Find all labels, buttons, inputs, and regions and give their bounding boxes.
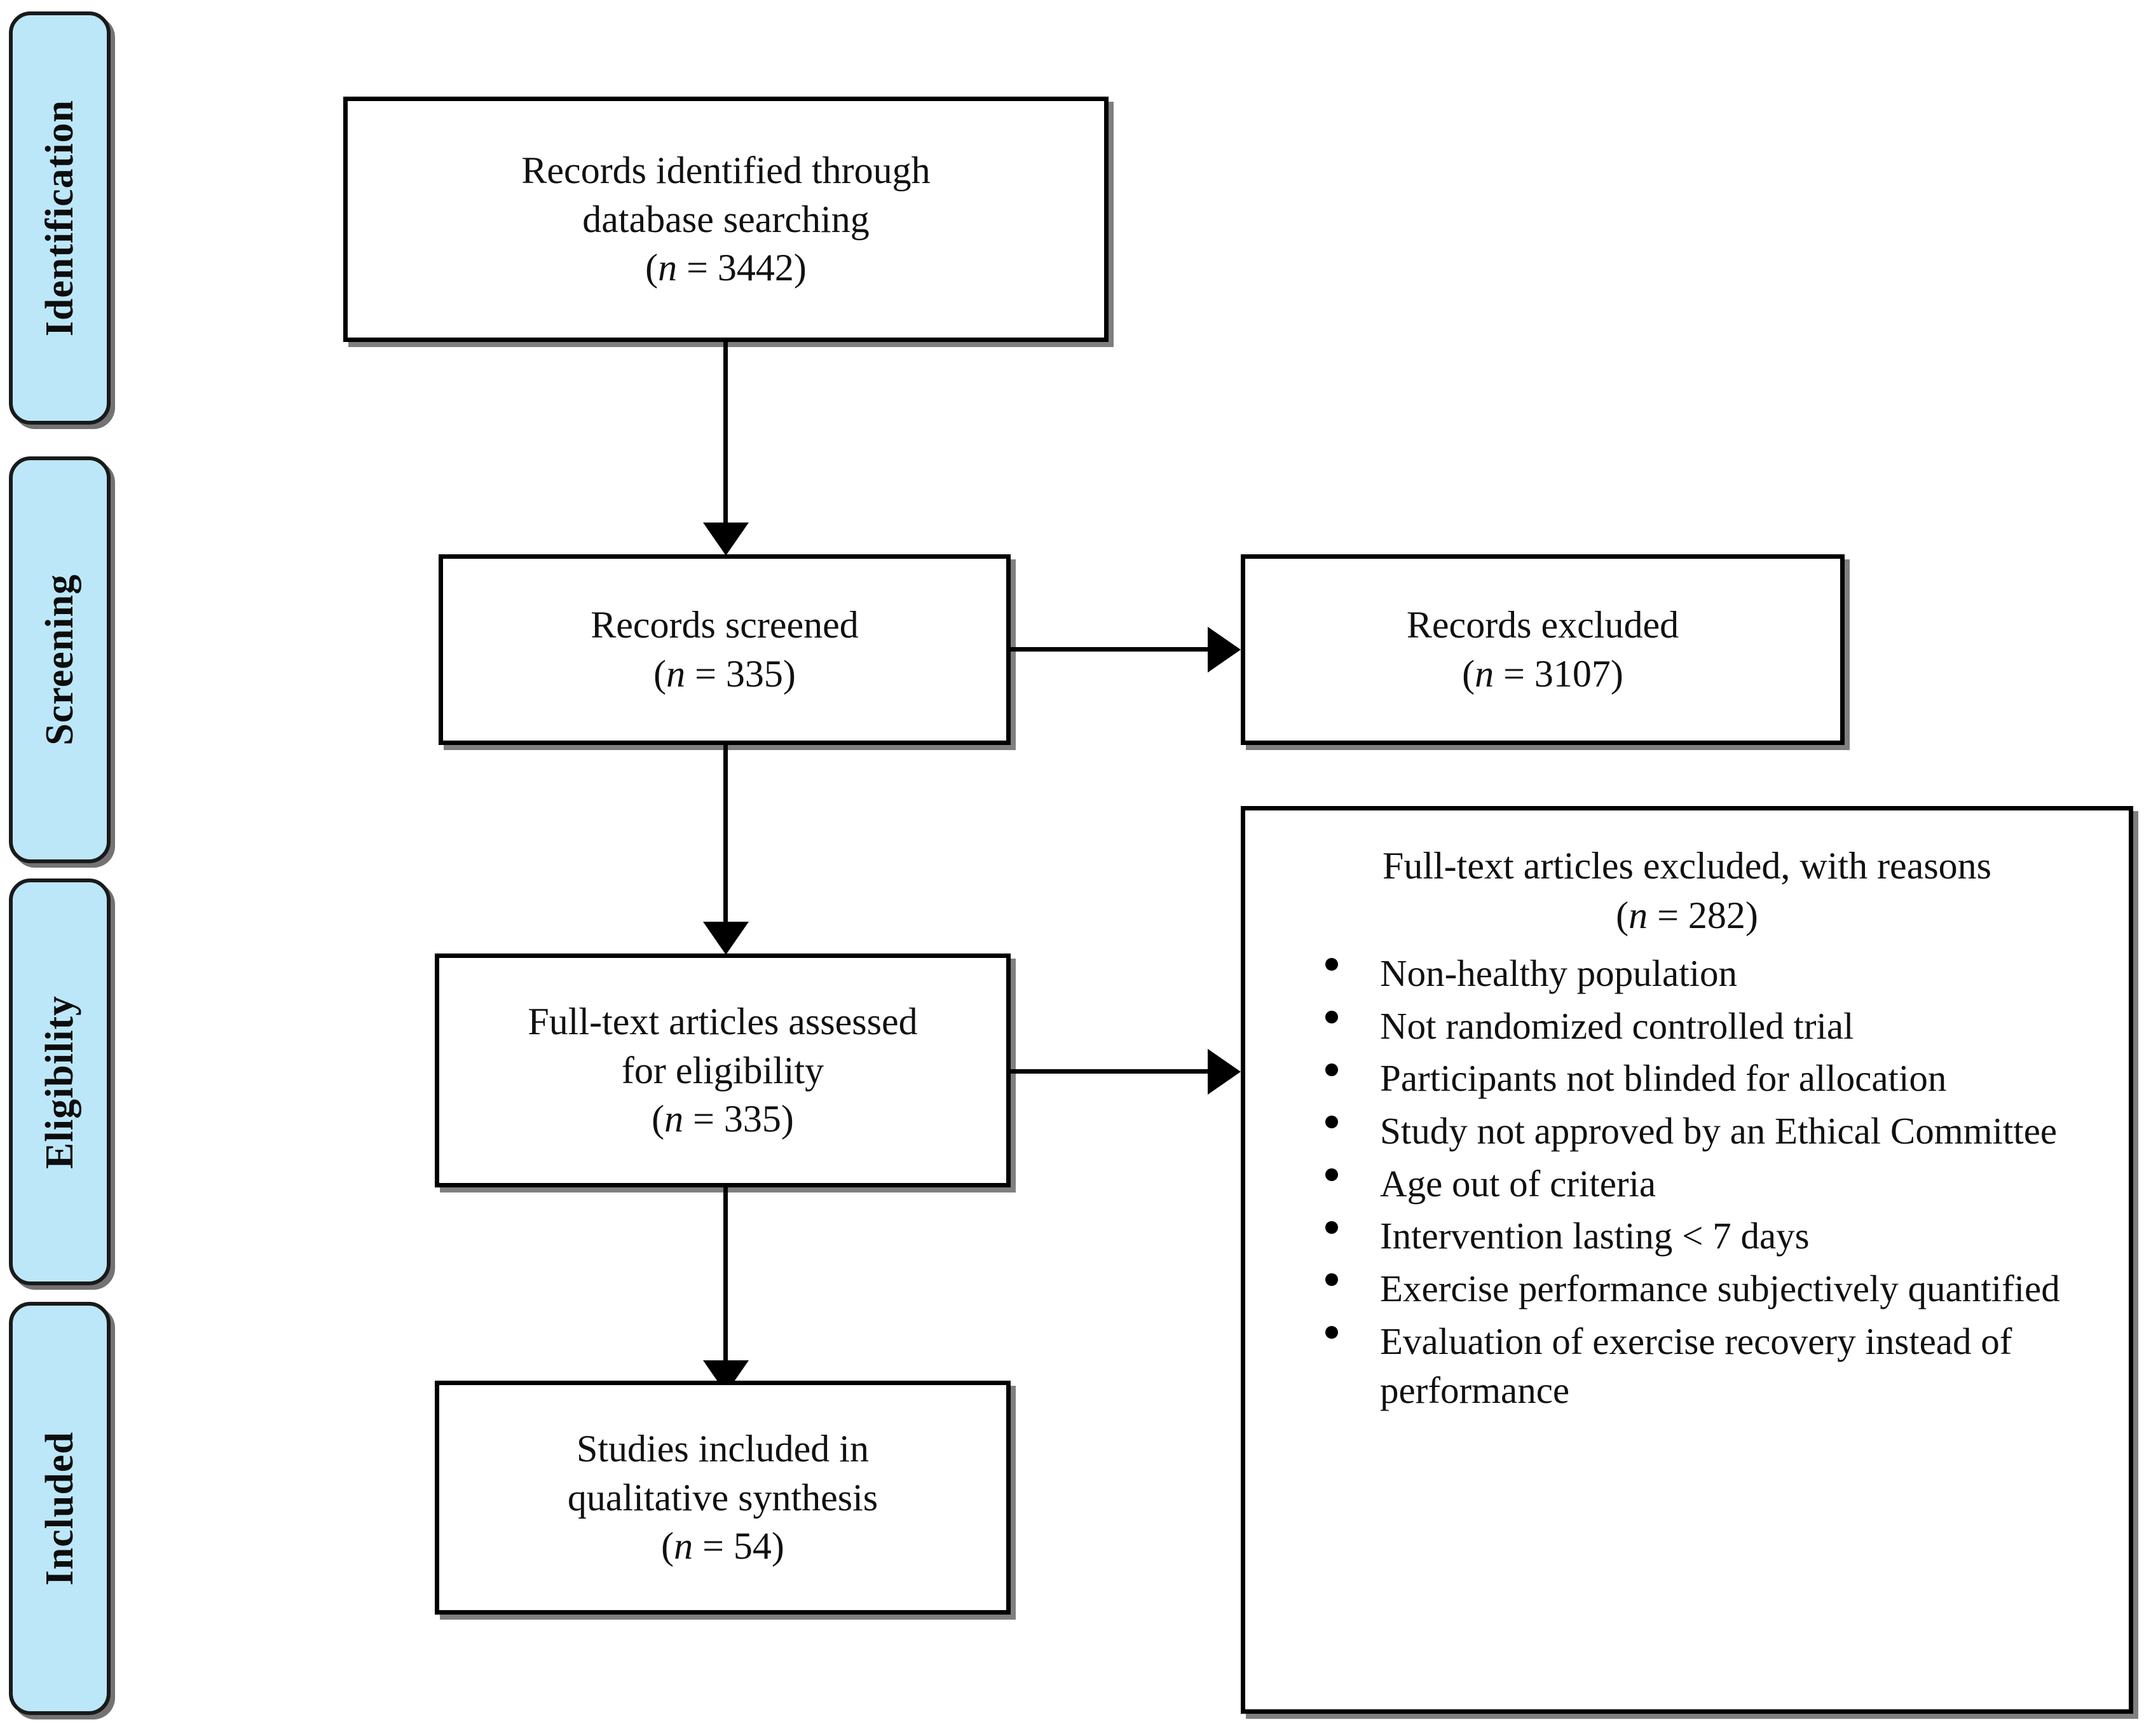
box-records-excluded: Records excluded (n = 3107) [1241, 554, 1845, 745]
box-fulltext-assessed-line1: Full-text articles assessed [528, 1000, 918, 1042]
n-value: 335 [723, 1098, 781, 1140]
exclusion-reason-text: Participants not blinded for allocation [1380, 1057, 1947, 1100]
box-records-excluded-line1: Records excluded [1406, 604, 1679, 646]
exclusion-reasons-list: Non-healthy population Not randomized co… [1268, 949, 2106, 1414]
exclusion-reason-text: Non-healthy population [1380, 952, 1738, 994]
list-item: Non-healthy population [1325, 949, 2106, 998]
bullet-icon [1325, 1063, 1338, 1076]
list-item: Not randomized controlled trial [1325, 1002, 2106, 1051]
n-symbol: n [674, 1525, 693, 1568]
arrowhead-identified-to-screened [703, 523, 749, 556]
n-value: 3442 [717, 247, 794, 289]
box-records-identified: Records identified through database sear… [343, 97, 1109, 342]
equals: = [685, 653, 726, 695]
box-fulltext-excluded-count: (n = 282) [1268, 891, 2106, 940]
box-records-screened-count: (n = 335) [653, 650, 796, 699]
bullet-icon [1325, 958, 1338, 971]
box-records-screened: Records screened (n = 335) [439, 554, 1011, 745]
n-value: 282 [1688, 894, 1745, 936]
box-fulltext-excluded-heading: Full-text articles excluded, with reason… [1382, 845, 1992, 887]
stage-eligibility: Eligibility [9, 878, 111, 1285]
bullet-icon [1325, 1116, 1338, 1129]
box-records-identified-line1: Records identified through [521, 149, 931, 191]
stage-screening-label: Screening [38, 574, 81, 746]
box-records-identified-count: (n = 3442) [645, 243, 807, 292]
connector-fulltext-to-reasons [1011, 1069, 1214, 1074]
bullet-icon [1325, 1010, 1338, 1023]
list-item: Participants not blinded for allocation [1325, 1054, 2106, 1103]
arrowhead-screened-to-fulltext [703, 922, 749, 955]
box-studies-included-line1: Studies included in [577, 1427, 869, 1470]
stage-eligibility-label: Eligibility [38, 995, 81, 1169]
paren-close: ) [771, 1525, 784, 1568]
box-records-screened-line1: Records screened [591, 604, 859, 646]
stage-identification-label: Identification [38, 99, 81, 337]
exclusion-reason-text: Evaluation of exercise recovery instead … [1380, 1320, 2012, 1411]
n-symbol: n [1475, 653, 1494, 695]
arrowhead-fulltext-to-reasons [1208, 1049, 1241, 1095]
bullet-icon [1325, 1273, 1338, 1287]
n-value: 54 [733, 1525, 772, 1568]
box-records-excluded-count: (n = 3107) [1462, 650, 1623, 699]
exclusion-reason-text: Not randomized controlled trial [1380, 1004, 1854, 1047]
paren-open: ( [1616, 894, 1629, 936]
paren-close: ) [782, 653, 796, 695]
equals: = [1648, 894, 1688, 936]
n-value: 3107 [1534, 653, 1611, 695]
box-records-identified-line2: database searching [582, 198, 870, 240]
paren-close: ) [793, 247, 807, 289]
list-item: Age out of criteria [1325, 1159, 2106, 1208]
arrowhead-screened-to-excluded [1208, 627, 1241, 673]
paren-open: ( [645, 247, 659, 289]
list-item: Evaluation of exercise recovery instead … [1325, 1317, 2106, 1414]
n-symbol: n [666, 653, 686, 695]
box-fulltext-excluded-reasons: Full-text articles excluded, with reason… [1241, 806, 2133, 1714]
stage-included: Included [9, 1302, 111, 1715]
connector-fulltext-to-included [723, 1187, 728, 1376]
n-symbol: n [664, 1098, 684, 1140]
exclusion-reason-text: Intervention lasting < 7 days [1380, 1215, 1810, 1257]
list-item: Exercise performance subjectively quanti… [1325, 1264, 2106, 1313]
box-studies-included-line2: qualitative synthesis [567, 1476, 878, 1519]
list-item: Intervention lasting < 7 days [1325, 1212, 2106, 1261]
list-item: Study not approved by an Ethical Committ… [1325, 1107, 2106, 1156]
equals: = [677, 247, 718, 289]
connector-screened-to-fulltext [723, 745, 728, 936]
paren-open: ( [653, 653, 667, 695]
paren-close: ) [1745, 894, 1758, 936]
exclusion-reason-text: Age out of criteria [1380, 1162, 1656, 1205]
equals: = [693, 1525, 734, 1568]
n-symbol: n [1629, 894, 1648, 936]
bullet-icon [1325, 1220, 1338, 1234]
bullet-icon [1325, 1325, 1338, 1339]
exclusion-reason-text: Exercise performance subjectively quanti… [1380, 1268, 2060, 1310]
stage-screening: Screening [9, 456, 111, 863]
box-fulltext-assessed: Full-text articles assessed for eligibil… [435, 953, 1011, 1187]
paren-open: ( [1462, 653, 1475, 695]
stage-identification: Identification [9, 11, 111, 425]
stage-included-label: Included [38, 1431, 81, 1586]
box-studies-included-count: (n = 54) [661, 1522, 784, 1571]
bullet-icon [1325, 1168, 1338, 1181]
equals: = [1494, 653, 1534, 695]
box-fulltext-assessed-line2: for eligibility [621, 1049, 824, 1091]
connector-screened-to-excluded [1011, 647, 1214, 652]
n-symbol: n [658, 247, 678, 289]
paren-close: ) [1610, 653, 1623, 695]
exclusion-reason-text: Study not approved by an Ethical Committ… [1380, 1110, 2058, 1152]
box-fulltext-assessed-count: (n = 335) [652, 1095, 794, 1144]
box-studies-included: Studies included in qualitative synthesi… [435, 1381, 1011, 1615]
connector-identified-to-screened [723, 342, 728, 547]
n-value: 335 [725, 653, 783, 695]
paren-open: ( [652, 1098, 665, 1140]
equals: = [683, 1098, 724, 1140]
paren-close: ) [781, 1098, 794, 1140]
paren-open: ( [661, 1525, 674, 1568]
